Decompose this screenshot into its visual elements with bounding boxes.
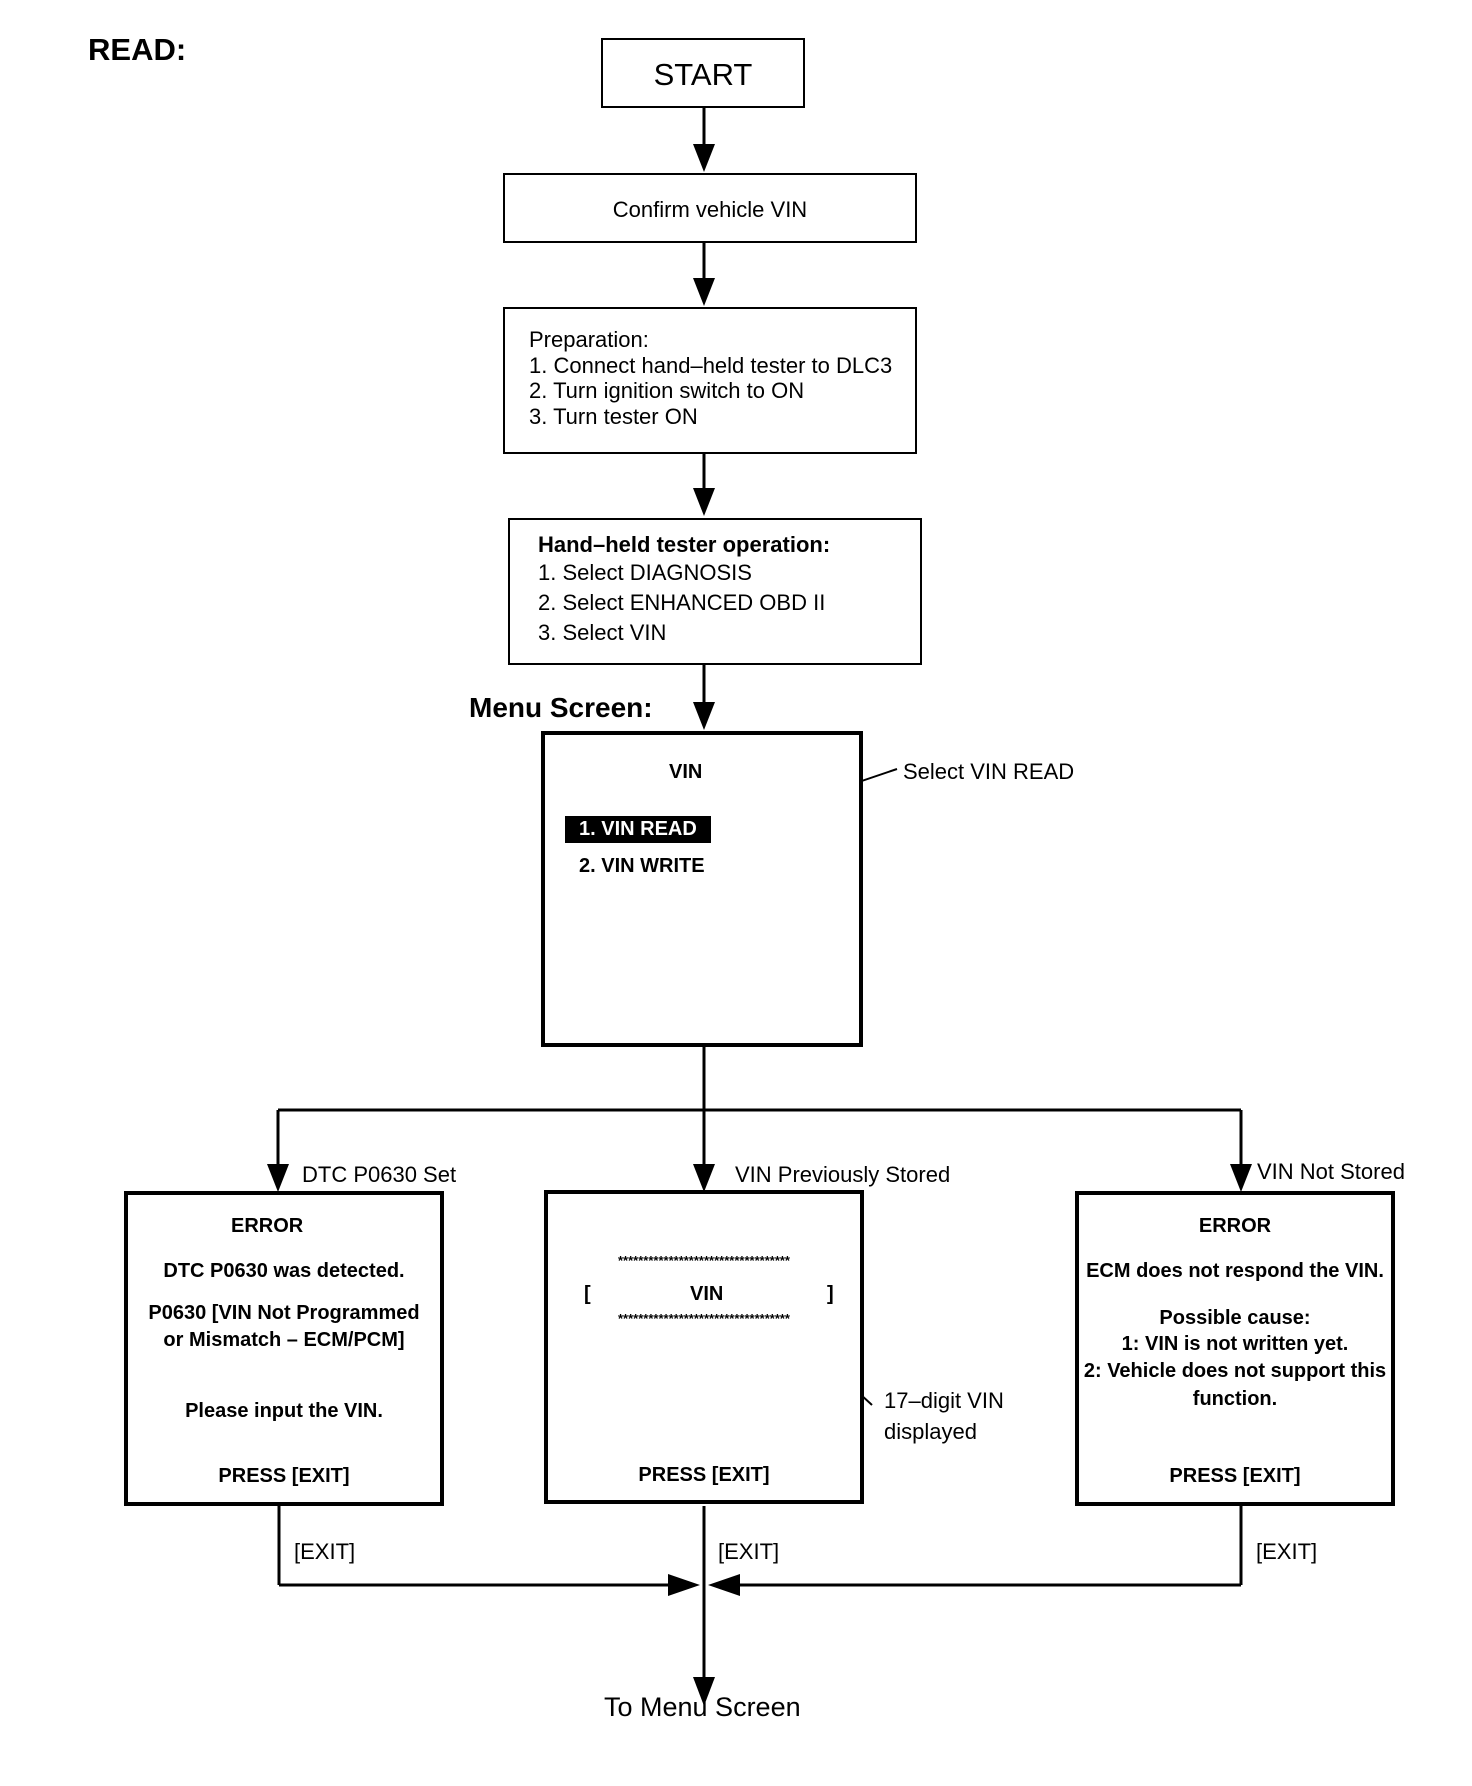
vin-bracket-open: [ [584,1283,591,1305]
tester-operation-title: Hand–held tester operation: [538,532,831,557]
vin-callout-line1: 17–digit VIN [884,1388,1004,1413]
exit-label-right: [EXIT] [1256,1539,1318,1564]
error-message: Possible cause: [1159,1307,1311,1329]
arrow-merge-left [668,1574,700,1596]
menu-screen-box: VIN 1. VIN READ 2. VIN WRITE [541,731,863,1047]
start-node: START [601,38,805,108]
arrow-to-right-branch [1230,1164,1252,1192]
menu-item-vin-write: 2. VIN WRITE [579,855,705,877]
not-stored-error-screen: ERROR ECM does not respond the VIN. Poss… [1075,1191,1395,1506]
vin-value: VIN [690,1283,724,1305]
error-message: 2: Vehicle does not support this [1083,1360,1387,1382]
error-title: ERROR [1198,1215,1272,1237]
error-message: ECM does not respond the VIN. [1086,1260,1384,1282]
press-exit-text: PRESS [EXIT] [1169,1465,1301,1487]
press-exit-text: PRESS [EXIT] [218,1465,350,1487]
tester-operation-step: 3. Select VIN [538,620,667,645]
arrow-to-preparation [693,278,715,306]
arrow-to-tester-operation [693,488,715,516]
menu-screen-label: Menu Screen: [469,692,653,723]
error-title: ERROR [231,1215,304,1237]
tester-operation-node: Hand–held tester operation: 1. Select DI… [508,518,922,665]
error-message: Please input the VIN. [185,1400,383,1422]
dtc-error-screen: ERROR DTC P0630 was detected. P0630 [VIN… [124,1191,444,1506]
tester-operation-step: 1. Select DIAGNOSIS [538,560,752,585]
vin-stars-top: ********************************** [617,1253,790,1268]
error-message: P0630 [VIN Not Programmed [148,1302,420,1324]
press-exit-text: PRESS [EXIT] [638,1464,770,1486]
vin-display-screen: ********************************** [ VIN… [544,1190,864,1504]
menu-item-vin-read: 1. VIN READ [565,816,711,843]
exit-label-middle: [EXIT] [718,1539,780,1564]
branch-label-dtc-p0630-set: DTC P0630 Set [302,1162,457,1187]
error-message: function. [1192,1388,1278,1410]
branch-label-vin-previously-stored: VIN Previously Stored [735,1162,951,1187]
branch-label-vin-not-stored: VIN Not Stored [1257,1159,1405,1184]
confirm-vin-label: Confirm vehicle VIN [612,197,808,222]
start-label: START [653,57,753,92]
arrow-to-menu-screen [693,702,715,730]
preparation-step: 1. Connect hand–held tester to DLC3 [529,353,893,378]
read-label: READ: [88,32,187,67]
select-vin-read-callout: Select VIN READ [903,759,1075,784]
vin-bracket-close: ] [827,1283,834,1305]
vin-stars-bottom: ********************************** [617,1311,790,1326]
preparation-node: Preparation: 1. Connect hand–held tester… [503,307,917,454]
menu-screen-title: VIN [669,761,703,783]
exit-label-left: [EXIT] [294,1539,356,1564]
error-message: or Mismatch – ECM/PCM] [163,1329,405,1351]
error-message: 1: VIN is not written yet. [1121,1333,1349,1355]
to-menu-screen-label: To Menu Screen [604,1692,801,1722]
confirm-vin-node: Confirm vehicle VIN [503,173,917,243]
arrow-to-left-branch [267,1164,289,1192]
preparation-step: 3. Turn tester ON [529,404,698,429]
error-message: DTC P0630 was detected. [163,1260,405,1282]
tester-operation-step: 2. Select ENHANCED OBD II [538,590,826,615]
arrow-to-menu-end [693,1677,715,1706]
vin-callout-line2: displayed [884,1419,977,1444]
arrow-merge-right [708,1574,740,1596]
arrow-to-middle-branch [693,1164,715,1192]
preparation-step: 2. Turn ignition switch to ON [529,378,805,403]
preparation-title: Preparation: [529,327,649,352]
arrow-to-confirm [693,144,715,172]
